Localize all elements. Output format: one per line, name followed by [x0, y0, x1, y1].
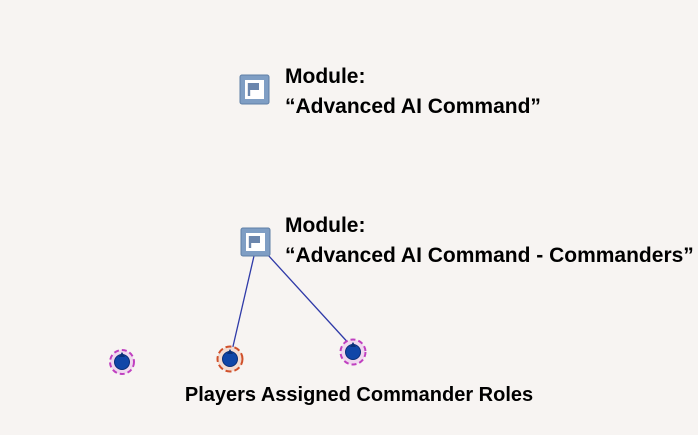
module-flag-icon[interactable]	[239, 74, 270, 105]
module-title: Module:	[285, 214, 366, 237]
caption: Players Assigned Commander Roles	[0, 381, 698, 409]
sync-lines	[230, 242, 353, 356]
sync-line-to-unit-3	[256, 242, 353, 348]
sync-line-to-unit-2	[230, 242, 258, 356]
player-unit-icon[interactable]	[216, 345, 244, 373]
module-label-ai-command-commanders: Module: “Advanced AI Command - Commander…	[285, 211, 694, 271]
player-unit-icon[interactable]	[339, 338, 367, 366]
module-label-ai-command: Module: “Advanced AI Command”	[285, 62, 541, 122]
module-title: Module:	[285, 65, 366, 88]
module-name: “Advanced AI Command”	[285, 95, 541, 118]
caption-text: Players Assigned Commander Roles	[184, 384, 534, 406]
module-flag-icon[interactable]	[240, 227, 271, 257]
player-unit-icon[interactable]	[109, 349, 135, 375]
module-name: “Advanced AI Command - Commanders”	[285, 244, 694, 267]
